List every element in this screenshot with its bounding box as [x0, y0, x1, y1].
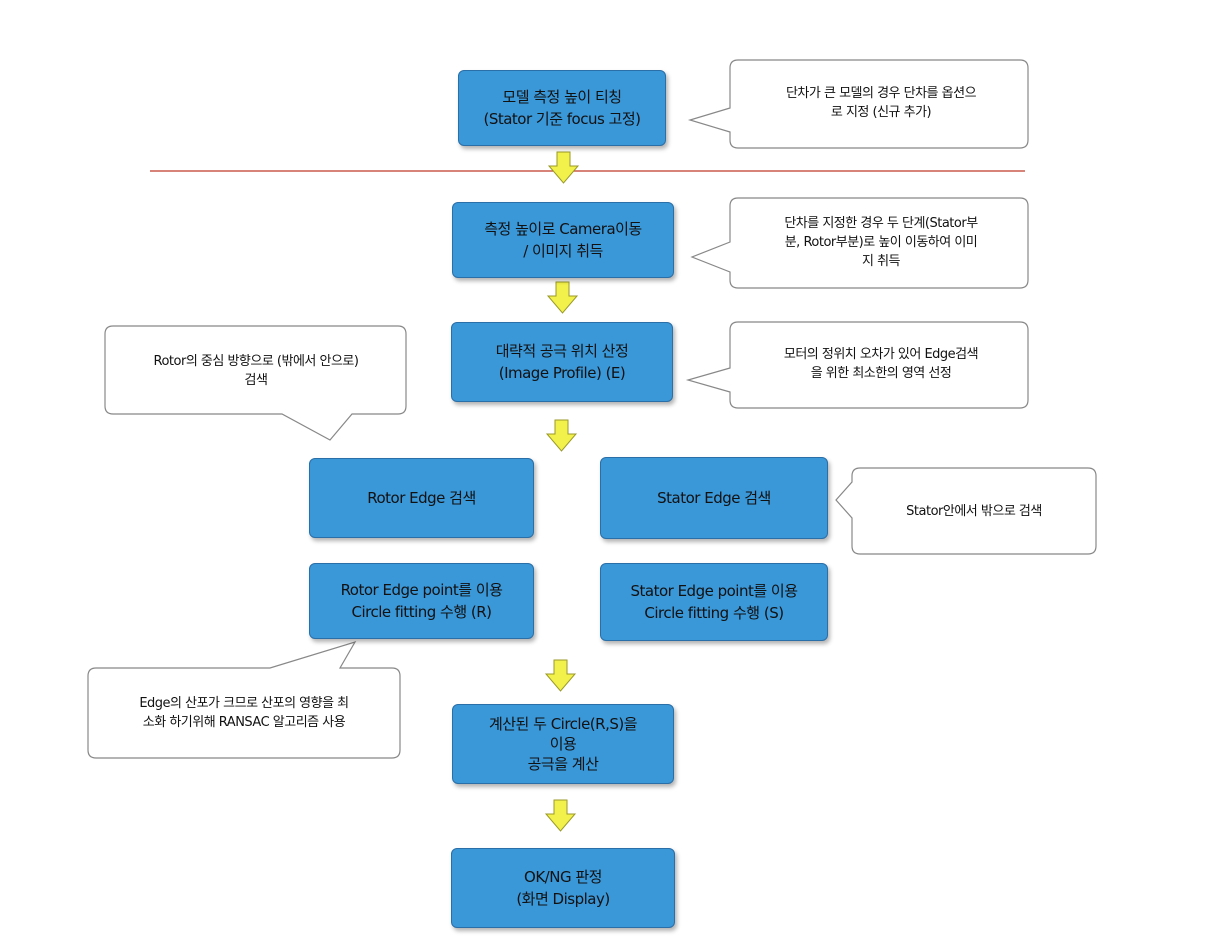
stator-edge-line1: Stator Edge 검색: [657, 489, 771, 507]
rotor-edge-line1: Rotor Edge 검색: [367, 489, 476, 507]
calc-line1: 계산된 두 Circle(R,S)을: [488, 715, 638, 733]
step-ok-ng-judgement: OK/NG 판정 (화면 Display): [451, 848, 675, 928]
rotor-fit-line1: Rotor Edge point를 이용: [340, 581, 503, 599]
flow-arrow-5: [544, 799, 577, 832]
step-rotor-circle-fitting: Rotor Edge point를 이용 Circle fitting 수행 (…: [309, 563, 534, 639]
stator-fit-line1: Stator Edge point를 이용: [630, 582, 798, 600]
note3-line2: 을 위한 최소한의 영역 선정: [810, 366, 952, 381]
flow-arrow-3: [545, 419, 578, 452]
note4-line2: 검색: [244, 373, 268, 388]
step-stator-circle-fitting: Stator Edge point를 이용 Circle fitting 수행 …: [600, 563, 828, 641]
flow-arrow-4: [544, 659, 577, 692]
step-rotor-edge-search: Rotor Edge 검색: [309, 458, 534, 538]
flow-arrow-1: [547, 151, 580, 184]
calc-line3: 공극을 계산: [527, 755, 599, 773]
step2-line1: 측정 높이로 Camera이동: [484, 220, 642, 238]
step2-line2: / 이미지 취득: [523, 242, 603, 260]
note5-line1: Stator안에서 밖으로 검색: [906, 504, 1042, 519]
step1-line2: (Stator 기준 focus 고정): [483, 110, 641, 128]
callout-bubble-3: [685, 321, 1029, 409]
note-step-height-option: 단차가 큰 모델의 경우 단차를 옵션으 로 지정 (신규 추가): [740, 84, 1022, 122]
note-stator-search-direction: Stator안에서 밖으로 검색: [858, 502, 1090, 521]
calc-line2: 이용: [549, 735, 577, 753]
note-rotor-search-direction: Rotor의 중심 방향으로 (밖에서 안으로) 검색: [110, 352, 402, 390]
step-stator-edge-search: Stator Edge 검색: [600, 457, 828, 539]
step3-line2: (Image Profile) (E): [498, 364, 626, 382]
step-gap-calculation: 계산된 두 Circle(R,S)을 이용 공극을 계산: [452, 704, 674, 784]
rotor-fit-line2: Circle fitting 수행 (R): [351, 603, 492, 621]
stator-fit-line2: Circle fitting 수행 (S): [644, 604, 784, 622]
note-two-stage-capture: 단차를 지정한 경우 두 단계(Stator부 분, Rotor부분)로 높이 …: [740, 214, 1022, 271]
result-line2: (화면 Display): [516, 890, 610, 908]
callout-bubble-5: [835, 467, 1097, 555]
flow-arrow-2: [546, 281, 579, 314]
note-position-error-region: 모터의 정위치 오차가 있어 Edge검색 을 위한 최소한의 영역 선정: [740, 345, 1022, 383]
note6-line2: 소화 하기위해 RANSAC 알고리즘 사용: [142, 715, 346, 730]
callout-bubble-1: [687, 59, 1029, 149]
step-model-height-teaching: 모델 측정 높이 티칭 (Stator 기준 focus 고정): [458, 70, 666, 146]
note-ransac: Edge의 산포가 크므로 산포의 영향을 최 소화 하기위해 RANSAC 알…: [92, 694, 396, 732]
step-approx-gap-position: 대략적 공극 위치 산정 (Image Profile) (E): [451, 322, 673, 402]
note3-line1: 모터의 정위치 오차가 있어 Edge검색: [783, 347, 979, 362]
note4-line1: Rotor의 중심 방향으로 (밖에서 안으로): [153, 354, 359, 369]
note2-line3: 지 취득: [861, 254, 901, 269]
note2-line1: 단차를 지정한 경우 두 단계(Stator부: [784, 216, 978, 231]
callout-bubble-2: [690, 197, 1029, 289]
callout-bubble-4: [104, 325, 407, 441]
note1-line2: 로 지정 (신규 추가): [830, 105, 932, 120]
step-camera-move-image-capture: 측정 높이로 Camera이동 / 이미지 취득: [452, 202, 674, 278]
note1-line1: 단차가 큰 모델의 경우 단차를 옵션으: [785, 86, 977, 101]
callout-bubble-6: [87, 640, 401, 759]
step1-line1: 모델 측정 높이 티칭: [502, 88, 622, 106]
note6-line1: Edge의 산포가 크므로 산포의 영향을 최: [139, 696, 349, 711]
result-line1: OK/NG 판정: [524, 868, 602, 886]
step3-line1: 대략적 공극 위치 산정: [495, 342, 629, 360]
note2-line2: 분, Rotor부분)로 높이 이동하여 이미: [784, 235, 978, 250]
